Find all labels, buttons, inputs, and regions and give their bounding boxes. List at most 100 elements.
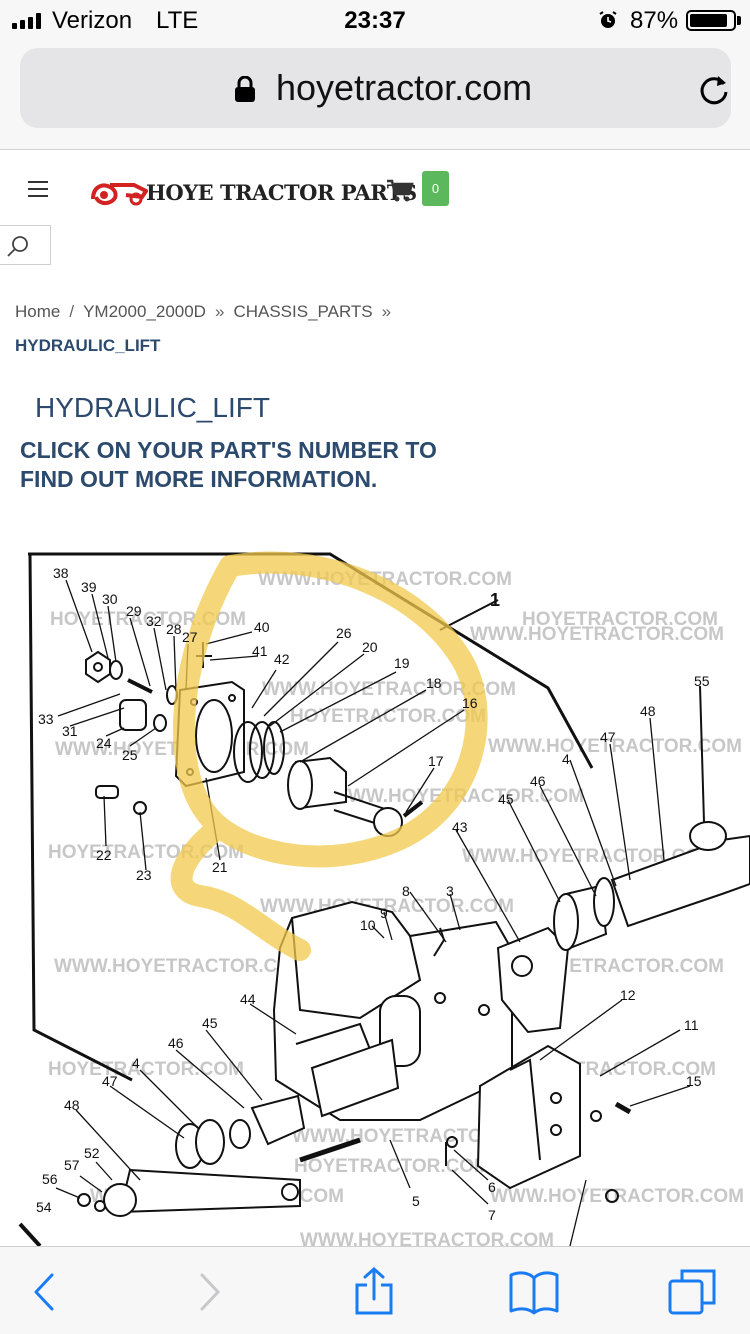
part-number-9[interactable]: 9 <box>380 905 388 921</box>
part-number-44[interactable]: 44 <box>240 991 256 1007</box>
part-number-23[interactable]: 23 <box>136 867 152 883</box>
part-number-45-lower[interactable]: 45 <box>202 1015 218 1031</box>
lift-arm-group <box>476 685 750 1203</box>
part-number-27[interactable]: 27 <box>182 629 198 645</box>
part-number-18[interactable]: 18 <box>426 675 442 691</box>
part-number-42[interactable]: 42 <box>274 651 290 667</box>
site-logo[interactable]: HOYE TRACTOR PARTS <box>90 174 417 210</box>
search-icon <box>7 236 28 257</box>
part-number-19[interactable]: 19 <box>394 655 410 671</box>
clock: 23:37 <box>344 7 406 34</box>
part-number-41[interactable]: 41 <box>252 643 268 659</box>
part-number-10[interactable]: 10 <box>360 917 376 933</box>
part-number-8[interactable]: 8 <box>402 883 410 899</box>
status-bar: Verizon LTE 23:37 87% <box>0 0 750 40</box>
part-number-5[interactable]: 5 <box>412 1193 420 1209</box>
part-number-17[interactable]: 17 <box>428 753 444 769</box>
part-number-28[interactable]: 28 <box>166 621 182 637</box>
part-number-40[interactable]: 40 <box>254 619 270 635</box>
parts-diagram: WWW.HOYETRACTOR.COM HOYETRACTOR.COM WWW.… <box>0 540 750 1246</box>
watermark-text: HOYETRACTOR.COM <box>290 706 486 727</box>
cart-count-badge[interactable]: 0 <box>422 171 449 206</box>
part-number-20[interactable]: 20 <box>362 639 378 655</box>
part-number-31[interactable]: 31 <box>62 723 78 739</box>
breadcrumb: Home / YM2000_2000D » CHASSIS_PARTS » <box>15 300 735 324</box>
watermark-text: HOYETRACTOR.COM <box>48 1059 244 1080</box>
watermark-text: HOYETRACTOR.COM <box>294 1156 490 1177</box>
part-number-38[interactable]: 38 <box>53 565 69 581</box>
part-number-11[interactable]: 11 <box>684 1017 699 1033</box>
part-number-25[interactable]: 25 <box>122 747 138 763</box>
part-number-56[interactable]: 56 <box>42 1171 58 1187</box>
network-type: LTE <box>156 7 199 34</box>
part-number-4[interactable]: 4 <box>562 751 570 767</box>
part-number-54[interactable]: 54 <box>36 1199 52 1215</box>
part-number-33[interactable]: 33 <box>38 711 54 727</box>
logo-text: HOYE TRACTOR PARTS <box>146 179 417 205</box>
part-number-12[interactable]: 12 <box>620 987 636 1003</box>
watermark-text: HOYETRACTOR.COM <box>522 609 718 630</box>
left-parts-group <box>85 642 245 815</box>
part-number-32[interactable]: 32 <box>146 613 162 629</box>
shopping-cart-icon[interactable] <box>386 178 414 204</box>
part-number-57[interactable]: 57 <box>64 1157 80 1173</box>
tabs-button-icon[interactable] <box>666 1265 720 1319</box>
back-button-icon[interactable] <box>16 1265 70 1319</box>
reload-icon[interactable] <box>696 72 732 108</box>
part-number-39[interactable]: 39 <box>81 579 97 595</box>
highlight-annotation <box>170 551 488 961</box>
breadcrumb-home[interactable]: Home <box>15 302 61 321</box>
part-number-52[interactable]: 52 <box>84 1145 100 1161</box>
part-number-47[interactable]: 47 <box>600 729 616 745</box>
battery-percent: 87% <box>630 7 679 34</box>
part-number-3[interactable]: 3 <box>446 883 454 899</box>
breadcrumb-category[interactable]: CHASSIS_PARTS <box>233 302 373 321</box>
part-number-21[interactable]: 21 <box>212 859 228 875</box>
part-number-15[interactable]: 15 <box>686 1073 702 1089</box>
address-bar[interactable]: hoyetractor.com <box>20 48 731 128</box>
watermark-text: WWW.HOYETRACTOR.COM <box>54 956 308 977</box>
page-title: HYDRAULIC_LIFT <box>35 392 270 423</box>
part-number-6[interactable]: 6 <box>488 1179 496 1195</box>
part-number-47-lower[interactable]: 47 <box>102 1073 118 1089</box>
part-number-16[interactable]: 16 <box>462 695 478 711</box>
breadcrumb-separator: » <box>381 302 392 321</box>
housing-group <box>272 900 513 1166</box>
carrier-name: Verizon <box>52 7 133 34</box>
part-number-24[interactable]: 24 <box>96 735 112 751</box>
part-number-22[interactable]: 22 <box>96 847 112 863</box>
signal-strength-icon <box>12 13 41 29</box>
part-number-48-lower[interactable]: 48 <box>64 1097 80 1113</box>
part-number-46[interactable]: 46 <box>530 773 546 789</box>
bookmarks-button-icon[interactable] <box>507 1265 561 1319</box>
watermark-text: WWW.HOYETRACTOR.COM <box>462 846 716 867</box>
search-toggle-button[interactable] <box>0 225 51 265</box>
part-number-43[interactable]: 43 <box>452 819 468 835</box>
part-number-45[interactable]: 45 <box>498 791 514 807</box>
part-number-7[interactable]: 7 <box>488 1207 496 1223</box>
watermark-text: WWW.HOYETRACTOR.COM <box>300 1230 554 1246</box>
browser-toolbar <box>0 1246 750 1334</box>
battery-icon <box>686 10 736 31</box>
part-number-30[interactable]: 30 <box>102 591 118 607</box>
part-number-46-lower[interactable]: 46 <box>168 1035 184 1051</box>
breadcrumb-model[interactable]: YM2000_2000D <box>83 302 206 321</box>
lower-arm-group <box>18 1094 361 1246</box>
hamburger-menu-icon[interactable] <box>28 181 48 197</box>
logo-mark-icon <box>91 183 148 206</box>
battery-tip <box>737 16 741 25</box>
part-number-55[interactable]: 55 <box>694 673 710 689</box>
part-number-1[interactable]: 1 <box>490 590 500 610</box>
watermark-text: WWW.HOYETRACTOR.COM <box>470 624 724 645</box>
breadcrumb-separator: / <box>69 302 75 321</box>
instructions-text: CLICK ON YOUR PART'S NUMBER TO FIND OUT … <box>20 437 437 492</box>
part-number-4-lower[interactable]: 4 <box>132 1055 140 1071</box>
part-number-29[interactable]: 29 <box>126 603 142 619</box>
part-number-48[interactable]: 48 <box>640 703 656 719</box>
breadcrumb-separator: » <box>214 302 225 321</box>
part-number-26[interactable]: 26 <box>336 625 352 641</box>
alarm-icon <box>599 11 617 28</box>
share-button-icon[interactable] <box>347 1265 401 1319</box>
battery-level <box>690 14 727 27</box>
forward-button-icon[interactable] <box>184 1265 238 1319</box>
